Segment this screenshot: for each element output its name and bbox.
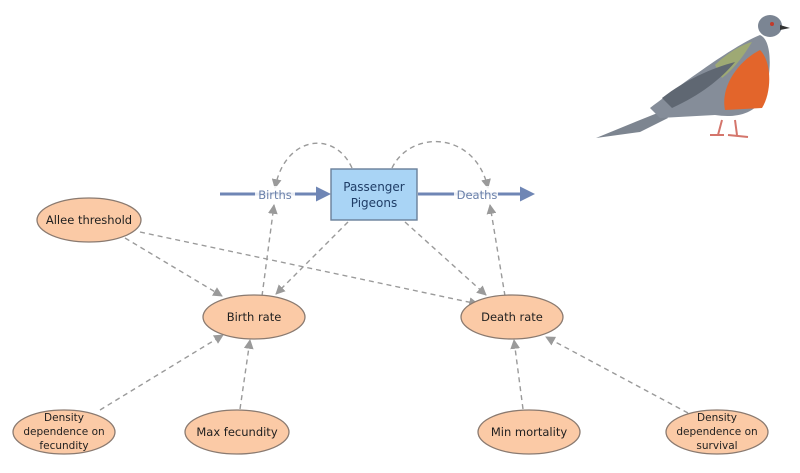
- stock-passenger-pigeons[interactable]: Passenger Pigeons: [330, 168, 418, 221]
- stock-label-line1: Passenger: [343, 180, 405, 194]
- link-birthrate-to-births: [261, 204, 278, 297]
- births-flow-label: Births: [258, 188, 292, 202]
- influence-links: [99, 140, 689, 414]
- link-allee-to-deathrate: [139, 231, 479, 307]
- dd-fecundity-label-line3: fecundity: [39, 440, 88, 452]
- variable-max-fecundity[interactable]: Max fecundity: [184, 409, 290, 455]
- link-ddfecundity-to-birthrate: [99, 334, 224, 411]
- link-allee-to-birthrate: [124, 237, 223, 297]
- dd-survival-label-line1: Density: [697, 412, 737, 424]
- link-pigeons-to-deathrate: [404, 221, 487, 296]
- dd-survival-label-line3: survival: [696, 440, 737, 452]
- allee-threshold-label: Allee threshold: [46, 213, 132, 227]
- link-ddsurvival-to-deathrate: [545, 336, 689, 414]
- link-deathrate-to-deaths: [486, 204, 506, 297]
- dd-survival-label-line2: dependence on: [676, 426, 757, 438]
- variable-min-mortality[interactable]: Min mortality: [477, 409, 581, 455]
- variable-allee-threshold[interactable]: Allee threshold: [36, 197, 142, 243]
- min-mortality-label: Min mortality: [491, 425, 567, 439]
- deaths-flow-label: Deaths: [457, 188, 498, 202]
- stock-label-line2: Pigeons: [351, 196, 398, 210]
- dd-fecundity-label-line2: dependence on: [23, 426, 104, 438]
- birth-rate-label: Birth rate: [227, 310, 282, 324]
- death-rate-label: Death rate: [481, 310, 543, 324]
- variable-density-dependence-fecundity[interactable]: Density dependence on fecundity: [12, 409, 116, 455]
- link-maxfecundity-to-birthrate: [239, 339, 254, 410]
- variable-birth-rate[interactable]: Birth rate: [202, 294, 306, 340]
- link-pigeons-to-deaths: [391, 140, 491, 189]
- dd-fecundity-label-line1: Density: [44, 412, 84, 424]
- passenger-pigeon-illustration: [596, 15, 790, 138]
- link-pigeons-to-birthrate: [275, 221, 349, 295]
- link-minmortality-to-deathrate: [510, 339, 524, 410]
- max-fecundity-label: Max fecundity: [196, 425, 277, 439]
- variable-density-dependence-survival[interactable]: Density dependence on survival: [665, 409, 769, 455]
- flows: Births Deaths: [220, 186, 535, 202]
- variable-death-rate[interactable]: Death rate: [460, 294, 564, 340]
- link-pigeons-to-births: [271, 142, 353, 189]
